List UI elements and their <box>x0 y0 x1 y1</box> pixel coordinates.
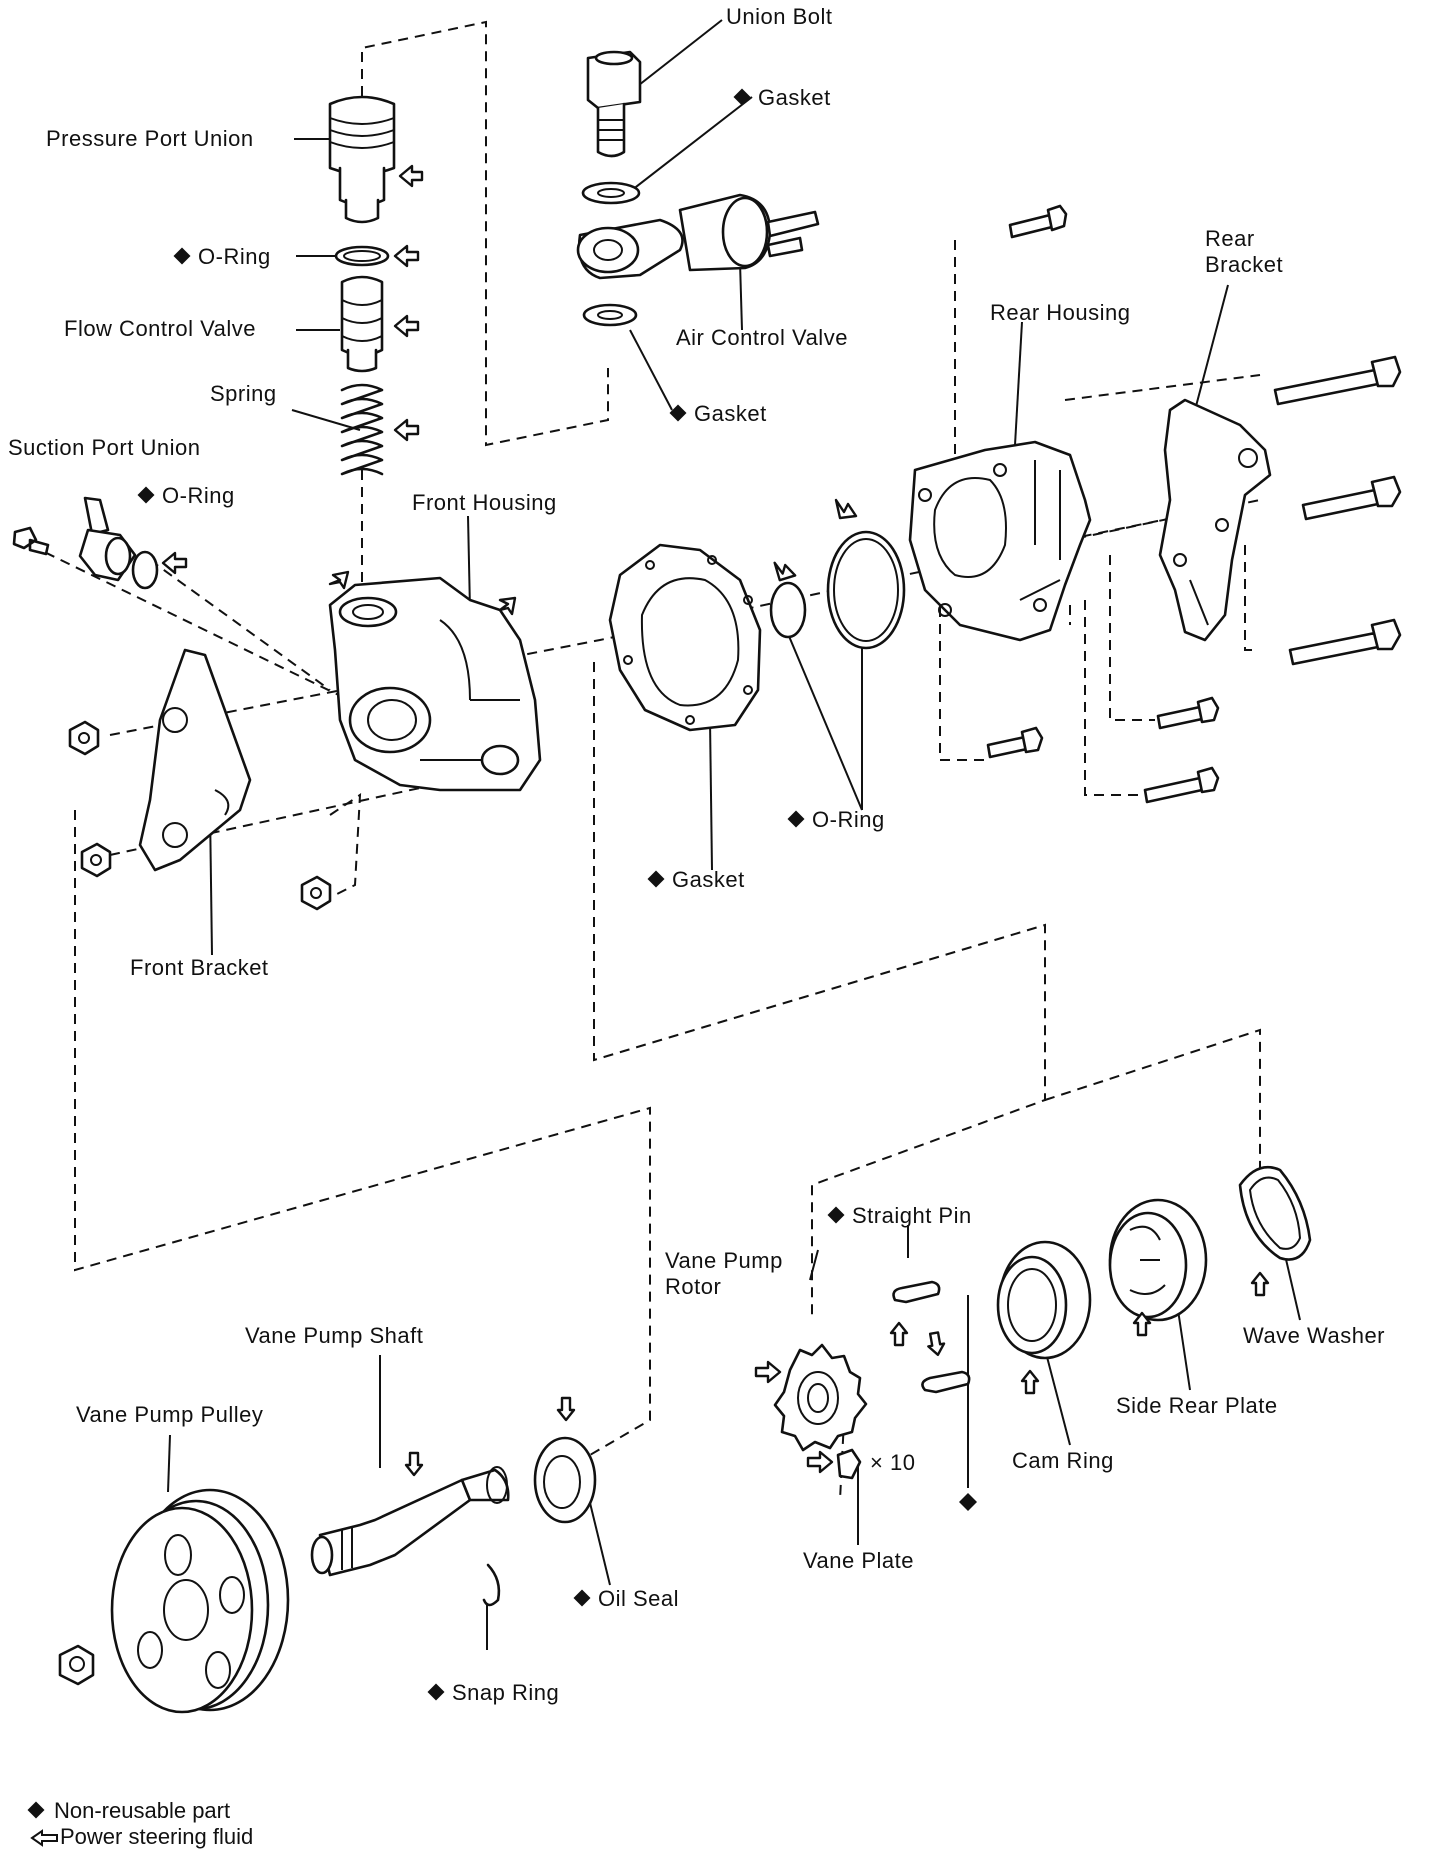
label-side-rear-plate: Side Rear Plate <box>1116 1393 1278 1418</box>
pressure-port-union <box>328 95 396 224</box>
o-ring-top-shape <box>334 245 390 267</box>
label-gasket-center: Gasket <box>647 867 745 893</box>
label-o-ring-suction: O-Ring <box>137 483 235 509</box>
label-vane-pump-pulley: Vane Pump Pulley <box>76 1402 264 1427</box>
non-reusable-icon <box>669 404 687 422</box>
vane-plate <box>836 1448 862 1480</box>
assembly-lines <box>29 20 1261 1501</box>
non-reusable-icon <box>733 88 751 106</box>
label-union-bolt: Union Bolt <box>726 4 833 29</box>
legend-non-reusable: Non-reusable part <box>27 1798 230 1824</box>
straight-pin-2 <box>921 1370 971 1394</box>
gasket-mid-shape <box>582 303 638 327</box>
label-gasket-top: Gasket <box>733 85 831 111</box>
label-spring: Spring <box>210 381 277 406</box>
cam-ring <box>996 1240 1092 1360</box>
label-gasket-mid: Gasket <box>669 401 767 427</box>
non-reusable-icon <box>787 810 805 828</box>
o-ring-suction-shape <box>131 550 159 590</box>
diamond-icon <box>27 1801 45 1819</box>
o-ring-small-shape <box>769 581 807 639</box>
fluid-arrows <box>161 164 1270 1477</box>
label-wave-washer: Wave Washer <box>1243 1323 1386 1348</box>
non-reusable-icon <box>173 247 191 265</box>
vane-pump-shaft <box>310 1466 510 1577</box>
straight-pin-1 <box>892 1280 941 1304</box>
gasket-top-shape <box>581 181 641 205</box>
label-vane-pump-shaft: Vane Pump Shaft <box>245 1323 424 1348</box>
union-bolt <box>586 50 642 158</box>
non-reusable-icon <box>827 1206 845 1224</box>
label-snap-ring: Snap Ring <box>427 1680 559 1706</box>
front-housing <box>328 576 542 792</box>
label-vane-plate: Vane Plate <box>803 1548 915 1573</box>
non-reusable-icon <box>137 486 155 504</box>
rear-bracket <box>1158 398 1272 642</box>
non-reusable-icon <box>573 1589 591 1607</box>
bolt-left <box>12 526 50 556</box>
label-vane-plate-count: × 10 <box>870 1450 916 1475</box>
label-oil-seal: Oil Seal <box>573 1586 679 1612</box>
label-cam-ring: Cam Ring <box>1012 1448 1114 1473</box>
legend-fluid: Power steering fluid <box>30 1824 253 1850</box>
rear-housing <box>908 440 1092 642</box>
fluid-arrow-icon <box>30 1829 58 1848</box>
label-o-ring-top: O-Ring <box>173 244 271 270</box>
label-straight-pin: Straight Pin <box>827 1203 972 1229</box>
center-gasket <box>608 543 762 732</box>
label-pressure-port-union: Pressure Port Union <box>46 126 254 151</box>
label-rear-housing: Rear Housing <box>990 300 1131 325</box>
wave-washer <box>1238 1165 1312 1261</box>
spring <box>340 383 384 476</box>
air-control-valve <box>576 193 820 280</box>
non-reusable-icon <box>647 870 665 888</box>
side-rear-plate <box>1108 1198 1208 1322</box>
label-vane-pump-rotor: Vane Pump Rotor <box>665 1248 783 1299</box>
label-flow-control-valve: Flow Control Valve <box>64 316 256 341</box>
label-front-housing: Front Housing <box>412 490 557 515</box>
vane-pump-rotor <box>773 1343 868 1452</box>
non-reusable-icon <box>427 1683 445 1701</box>
label-air-control-valve: Air Control Valve <box>676 325 848 350</box>
snap-ring-shape <box>482 1563 501 1607</box>
non-reusable-marker <box>959 1493 977 1511</box>
suction-port-union <box>78 496 137 582</box>
front-bracket <box>138 648 252 872</box>
label-o-ring-pair: O-Ring <box>787 807 885 833</box>
flow-control-valve <box>340 275 384 373</box>
label-suction-port-union: Suction Port Union <box>8 435 201 460</box>
label-front-bracket: Front Bracket <box>130 955 269 980</box>
vane-pump-pulley <box>110 1488 290 1714</box>
bolts-right <box>986 204 1402 804</box>
oil-seal-shape <box>533 1436 597 1524</box>
label-rear-bracket: Rear Bracket <box>1205 226 1284 277</box>
nuts <box>58 720 332 1686</box>
o-ring-large-shape <box>826 530 906 650</box>
